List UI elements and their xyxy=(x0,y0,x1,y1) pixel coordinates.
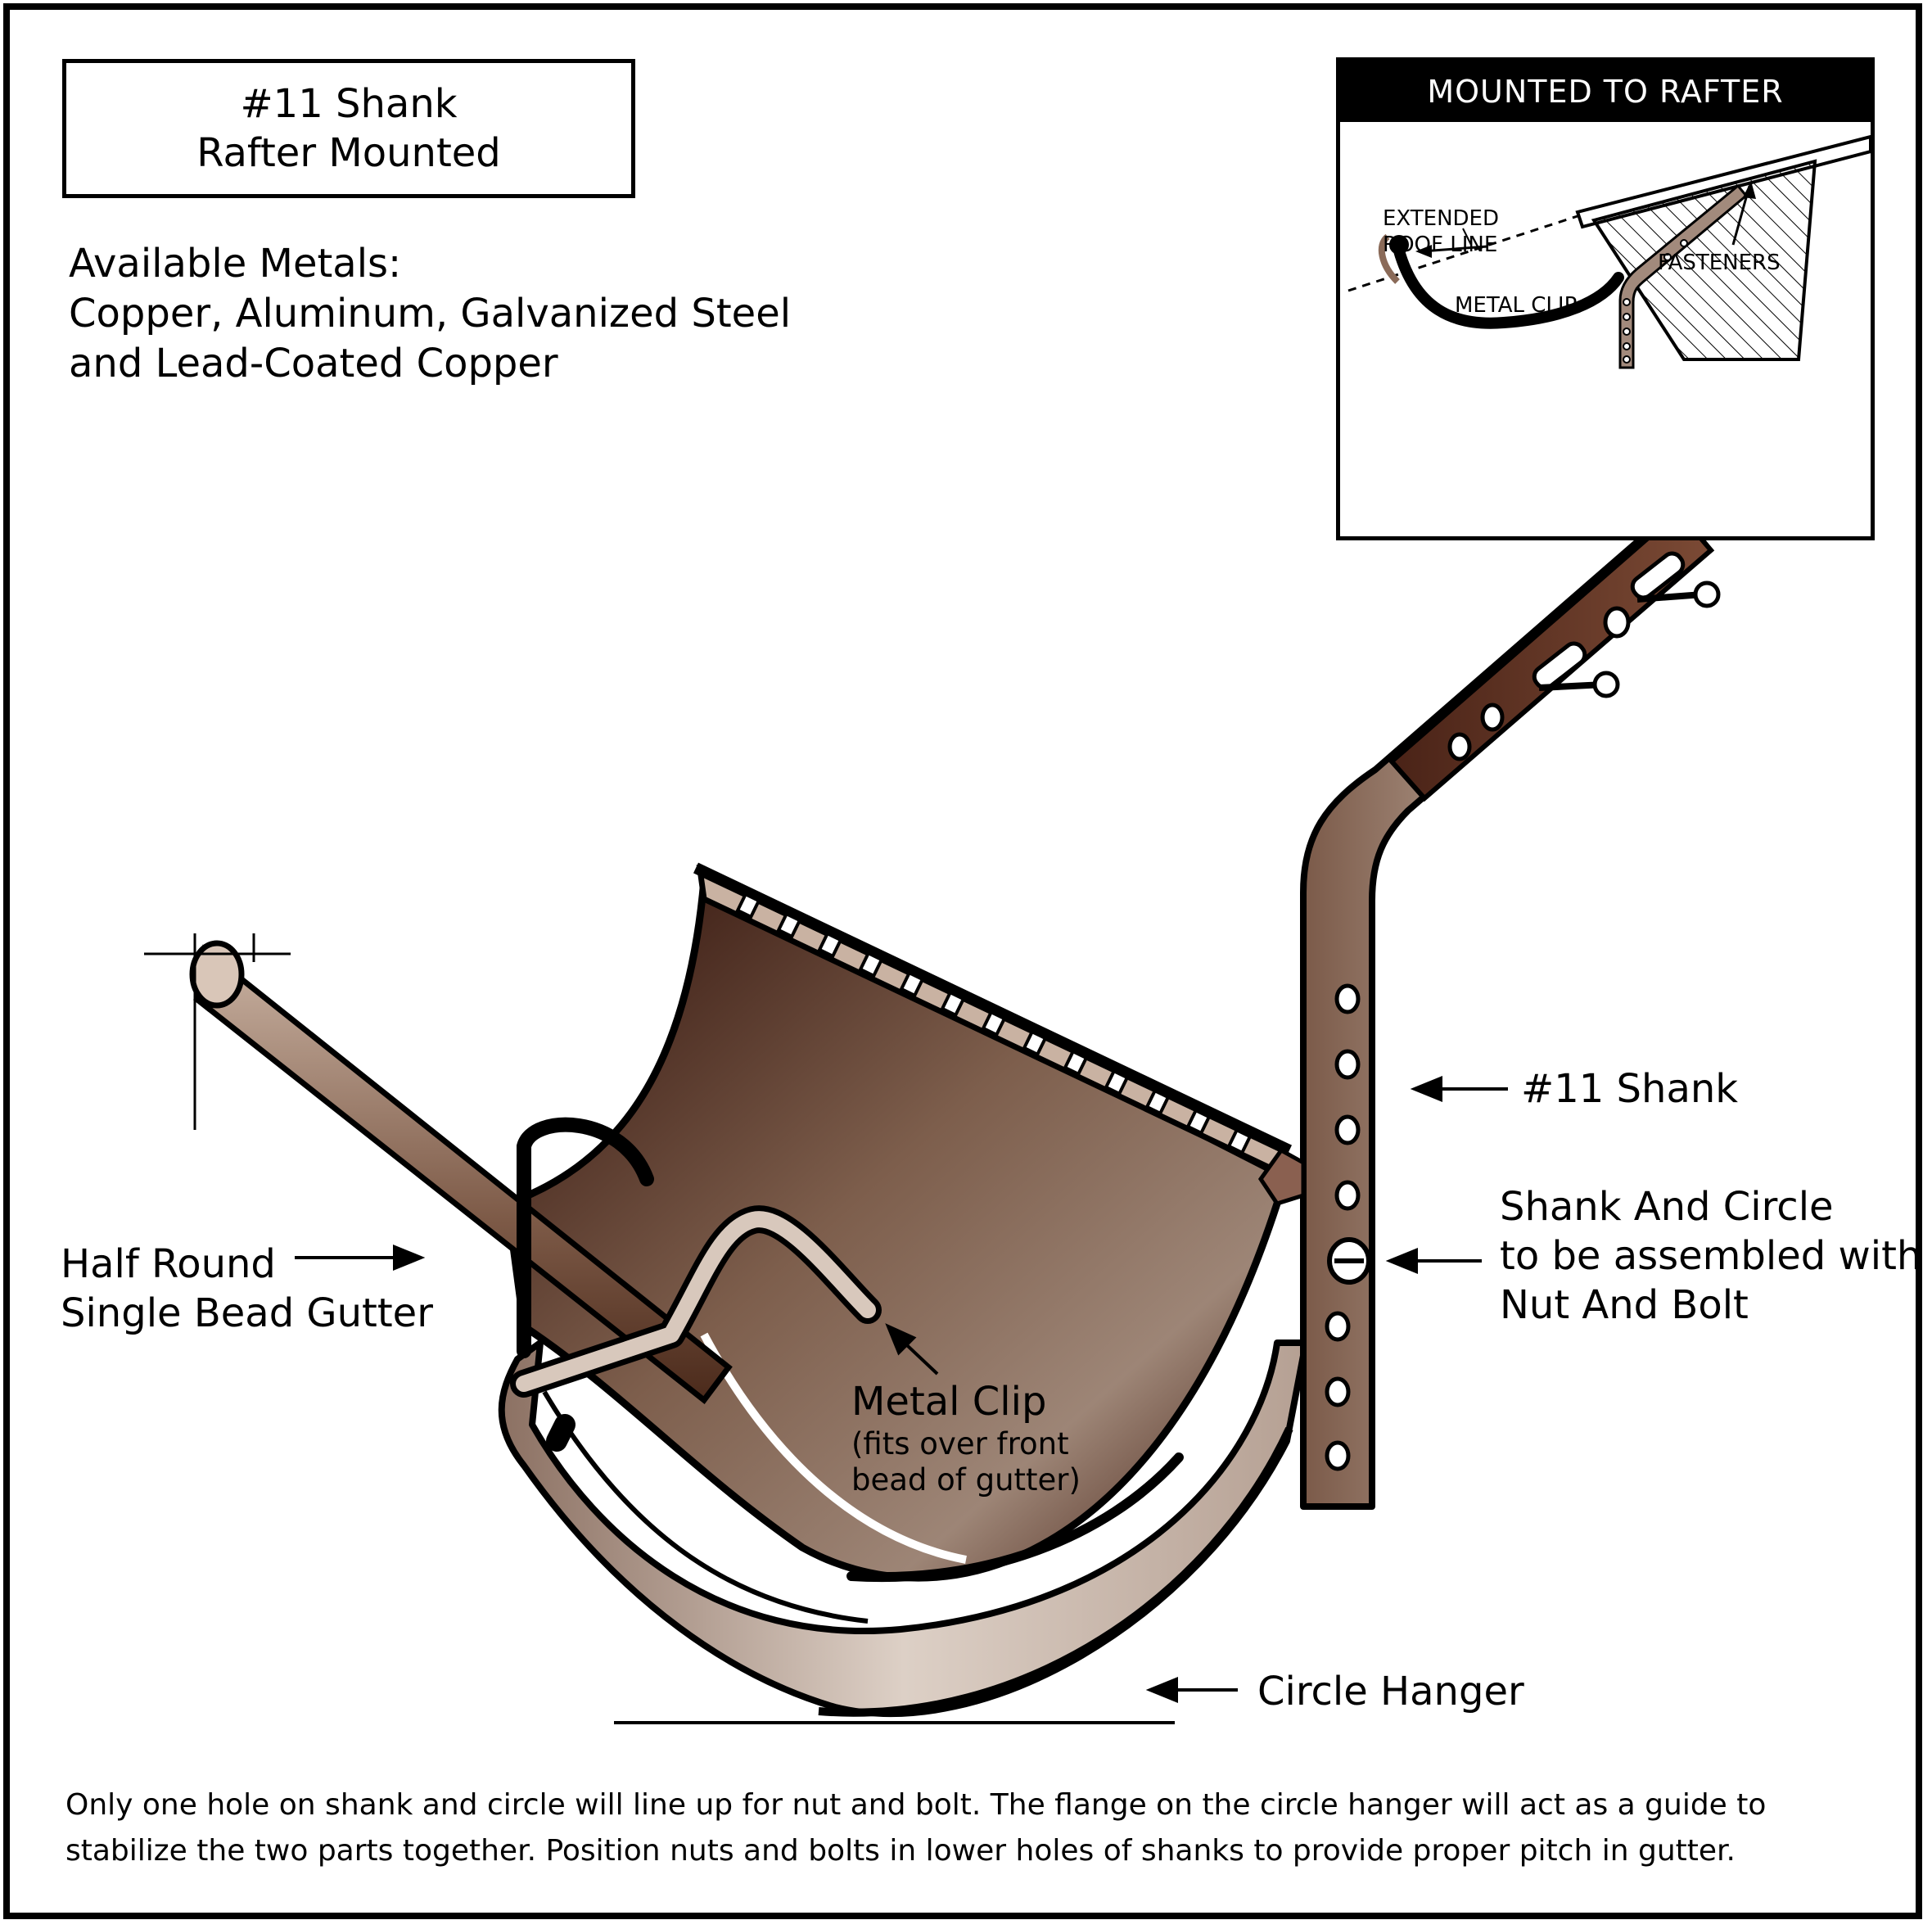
metal-clip-label: Metal Clip xyxy=(851,1379,1047,1425)
gutter-teeth xyxy=(735,892,1253,1155)
half-round-gutter xyxy=(189,862,1298,1583)
nut-and-bolt xyxy=(1327,1237,1371,1285)
assembly-label-2: to be assembled with xyxy=(1500,1233,1922,1279)
title-line-1: #11 Shank xyxy=(240,81,458,127)
note-line-2: stabilize the two parts together. Positi… xyxy=(65,1834,1736,1868)
assembly-note: Only one hole on shank and circle will l… xyxy=(65,1782,1766,1874)
crop-marks xyxy=(144,933,291,1130)
metals-line-3: and Lead-Coated Copper xyxy=(69,341,558,386)
inset-fasteners-label: FASTENERS xyxy=(1658,251,1781,275)
label-arrows xyxy=(295,1076,1508,1703)
metal-clip xyxy=(510,1117,882,1452)
inset-title: MOUNTED TO RAFTER xyxy=(1340,61,1871,122)
metals-heading: Available Metals: xyxy=(69,241,402,287)
shank-slots xyxy=(1532,551,1686,690)
title-box: #11 Shank Rafter Mounted xyxy=(62,59,635,198)
gutter-label-1: Half Round xyxy=(61,1241,276,1287)
inset-metal-clip-label: METAL CLIP xyxy=(1455,293,1578,318)
metal-clip-note-2: bead of gutter) xyxy=(851,1462,1081,1498)
shank-holes xyxy=(1325,702,1505,1471)
circle-hanger-label: Circle Hanger xyxy=(1257,1669,1524,1714)
fastener-screws xyxy=(1538,581,1721,698)
inset-mounted-to-rafter: MOUNTED TO RAFTER E xyxy=(1336,57,1875,540)
outer-frame xyxy=(3,3,1922,1919)
metal-clip-note-1: (fits over front xyxy=(851,1426,1069,1461)
available-metals: Available Metals: Copper, Aluminum, Galv… xyxy=(69,239,791,389)
gutter-label-2: Single Bead Gutter xyxy=(61,1290,433,1336)
assembly-label-3: Nut And Bolt xyxy=(1500,1282,1749,1328)
inset-roof-line-label-1: EXTENDED xyxy=(1383,206,1500,231)
title-line-2: Rafter Mounted xyxy=(196,130,501,176)
note-line-1: Only one hole on shank and circle will l… xyxy=(65,1788,1767,1822)
assembly-label-1: Shank And Circle xyxy=(1500,1184,1834,1230)
circle-hanger xyxy=(498,1339,1309,1717)
metals-line-2: Copper, Aluminum, Galvanized Steel xyxy=(69,291,792,337)
inset-illustration xyxy=(1347,134,1871,369)
shank-label: #11 Shank xyxy=(1521,1066,1739,1112)
shank-bar xyxy=(1257,504,1721,1510)
inset-roof-line-label-2: ROOF LINE xyxy=(1383,233,1498,257)
